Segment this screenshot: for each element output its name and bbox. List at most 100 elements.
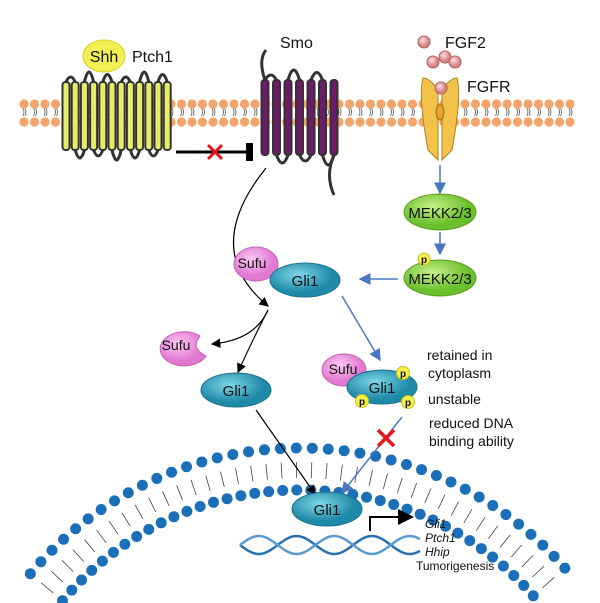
lipid-head (168, 511, 180, 523)
lipid-head (401, 503, 413, 515)
lipid-head (502, 117, 512, 127)
lipid-head (19, 99, 29, 109)
lipid-head (460, 99, 470, 109)
lipid-head (487, 551, 499, 563)
lipid-head (306, 442, 318, 454)
mekk-label: MEKK2/3 (408, 205, 471, 222)
gli1-phosphorylation-arrow (341, 295, 381, 362)
lipid-head (537, 539, 549, 551)
lipid-head (263, 486, 275, 498)
gli1-bound-label: Gli1 (292, 273, 319, 290)
sufu-phospho-label: Sufu (329, 361, 358, 377)
lipid-head (290, 442, 302, 454)
lipid-head (475, 543, 487, 555)
lipid-head (274, 443, 286, 455)
lipid-head (407, 117, 418, 127)
lipid-head (277, 484, 289, 496)
lipid-head (181, 461, 193, 473)
lipid-head (554, 117, 565, 127)
lipid-head (407, 99, 418, 109)
lipid-head (491, 117, 502, 127)
lipid-head (197, 99, 208, 109)
lipid-head (518, 579, 530, 591)
smo-receptor (260, 49, 339, 196)
lipid-head (513, 518, 525, 530)
mekk-node (403, 193, 477, 231)
blocked-entry-x-icon (376, 428, 396, 448)
lipid-head (197, 117, 208, 127)
lipid-head (82, 513, 94, 525)
lipid-head (523, 117, 533, 127)
lipid-head (554, 99, 565, 109)
lipid-head (176, 99, 187, 109)
lipid-head (527, 590, 539, 602)
gli1-nuclear (291, 491, 363, 527)
lipid-head (502, 99, 512, 109)
lipid-head (66, 584, 78, 596)
lipid-head (218, 117, 229, 127)
lipid-head (414, 508, 426, 520)
lipid-head (470, 117, 481, 127)
lipid-head (196, 456, 208, 468)
lipid-head (131, 531, 143, 543)
lipid-head (544, 99, 554, 109)
lipid-head (229, 117, 239, 127)
lipid-head (491, 99, 502, 109)
lipid-head (533, 117, 544, 127)
lipid-head (385, 454, 397, 466)
note-cytoplasm: cytoplasm (428, 365, 491, 381)
nuclear-membrane (24, 442, 571, 603)
lipid-head (239, 99, 250, 109)
phosphate-sites: p p p (355, 366, 415, 409)
blocked-x-icon (206, 143, 224, 161)
ptch1-label: Ptch1 (132, 49, 173, 66)
lipid-head (208, 99, 218, 109)
lipid-head (258, 444, 270, 456)
smo-to-complex-arrow (232, 167, 269, 307)
lipid-head (440, 520, 452, 532)
lipid-head (250, 117, 260, 127)
lipid-head (122, 487, 134, 499)
sufu-free (159, 331, 207, 367)
smo-label: Smo (280, 35, 313, 52)
lipid-head (166, 466, 178, 478)
lipid-head (221, 493, 233, 505)
lipid-head (176, 117, 187, 127)
lipid-head (218, 99, 229, 109)
lipid-head (143, 523, 155, 535)
phospho-mekk-node (403, 259, 477, 297)
fgf2-ligands (417, 35, 462, 95)
fgfr-receptor (420, 77, 460, 162)
lipid-head (559, 562, 571, 574)
gli1-phospho-label: Gli1 (369, 380, 396, 397)
lipid-head (445, 476, 457, 488)
lipid-head (243, 446, 255, 458)
lipid-head (40, 99, 50, 109)
lipid-head (481, 117, 491, 127)
lipid-head (388, 499, 400, 511)
lipid-head (365, 117, 376, 127)
lipid-head (109, 495, 121, 507)
lipid-head (452, 527, 464, 539)
lipid-head (386, 117, 397, 127)
transcription-start-arrow (369, 509, 414, 531)
lipid-head (565, 117, 575, 127)
lipid-head (57, 595, 69, 603)
sufu-free-label: Sufu (162, 337, 191, 353)
lipid-head (95, 504, 107, 516)
target-genes: Gli1 Ptch1 Hhip Tumorigenesis (416, 517, 494, 573)
lipid-head (523, 99, 533, 109)
phosphate-label: p (400, 369, 406, 380)
lipid-head (250, 99, 260, 109)
lipid-head (365, 99, 376, 109)
lipid-head (50, 117, 61, 127)
lipid-head (76, 574, 88, 586)
lipid-head (512, 117, 523, 127)
lipid-head (208, 496, 220, 508)
lipid-head (239, 117, 250, 127)
lipid-head (416, 464, 428, 476)
lipid-head (481, 99, 491, 109)
note-reduced-dna: reduced DNA (429, 415, 514, 431)
fgf2-ligand (417, 35, 431, 49)
lipid-head (136, 479, 148, 491)
